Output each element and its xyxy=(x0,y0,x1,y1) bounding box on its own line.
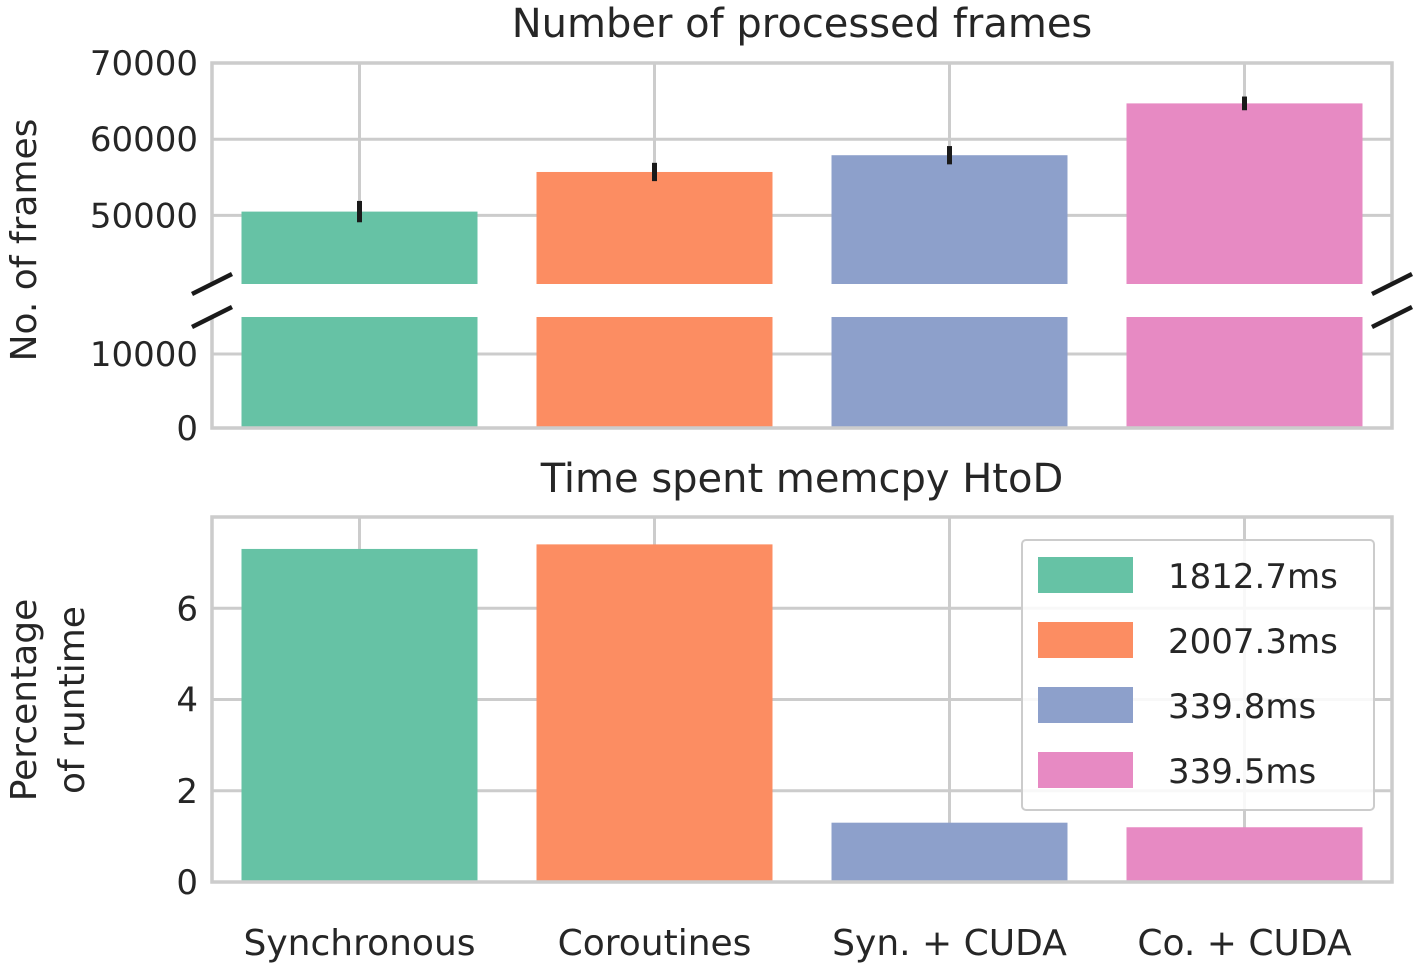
legend-swatch xyxy=(1038,752,1133,788)
axis-break-mark xyxy=(1370,271,1414,297)
legend-label: 339.5ms xyxy=(1168,752,1316,792)
lower-y-tick-label: 10000 xyxy=(90,335,198,375)
bottom-y-tick-label: 4 xyxy=(176,681,198,721)
lower-bar xyxy=(241,317,478,428)
bottom-y-tick-label: 6 xyxy=(176,589,198,629)
upper-bar xyxy=(1126,103,1363,285)
legend-label: 2007.3ms xyxy=(1168,622,1338,662)
legend-swatch xyxy=(1038,622,1133,658)
lower-panel-frame xyxy=(210,317,1394,430)
bottom-y-tick-label: 2 xyxy=(176,772,198,812)
upper-y-tick-label: 70000 xyxy=(90,44,198,84)
top-chart-title: Number of processed frames xyxy=(512,1,1093,47)
upper-y-tick-label: 60000 xyxy=(90,120,198,160)
lower-y-tick-label: 0 xyxy=(176,409,198,449)
x-tick-label: Syn. + CUDA xyxy=(832,923,1067,964)
x-axis-tick-labels: Synchronous Coroutines Syn. + CUDA Co. + CU… xyxy=(243,923,1351,964)
upper-bar xyxy=(241,211,478,284)
legend-swatch xyxy=(1038,687,1133,723)
upper-bar xyxy=(831,155,1068,284)
bottom-bar xyxy=(831,822,1068,882)
legend-swatch xyxy=(1038,557,1133,593)
bottom-y-axis-label-line1: Percentage xyxy=(4,599,45,802)
upper-y-tick-label: 50000 xyxy=(90,196,198,236)
top-upper-panel: 50000 60000 70000 xyxy=(90,44,1394,285)
bottom-y-tick-label: 0 xyxy=(176,863,198,903)
axis-break-mark xyxy=(190,304,234,330)
lower-bar xyxy=(1126,317,1363,428)
bottom-bar xyxy=(1126,827,1363,882)
lower-bar xyxy=(831,317,1068,428)
axis-break-mark xyxy=(190,271,234,297)
upper-bar xyxy=(536,171,773,284)
bottom-chart-title: Time spent memcpy HtoD xyxy=(540,456,1064,502)
bottom-bar xyxy=(241,548,478,882)
top-lower-panel: 0 10000 xyxy=(90,271,1414,449)
bottom-y-axis-label-line2: of runtime xyxy=(52,606,93,794)
legend: 1812.7ms 2007.3ms 339.8ms 339.5ms xyxy=(1021,539,1375,811)
bottom-bar xyxy=(536,544,773,882)
upper-panel-frame xyxy=(210,61,1394,284)
x-tick-label: Coroutines xyxy=(558,923,752,964)
x-tick-label: Co. + CUDA xyxy=(1137,923,1352,964)
axis-break-mark xyxy=(1370,304,1414,330)
legend-label: 1812.7ms xyxy=(1168,557,1338,597)
top-y-axis-label: No. of frames xyxy=(4,119,45,362)
x-tick-label: Synchronous xyxy=(243,923,475,964)
bottom-panel-frame xyxy=(210,515,1394,884)
legend-box xyxy=(1021,539,1375,811)
legend-label: 339.8ms xyxy=(1168,687,1316,727)
lower-bar xyxy=(536,317,773,428)
